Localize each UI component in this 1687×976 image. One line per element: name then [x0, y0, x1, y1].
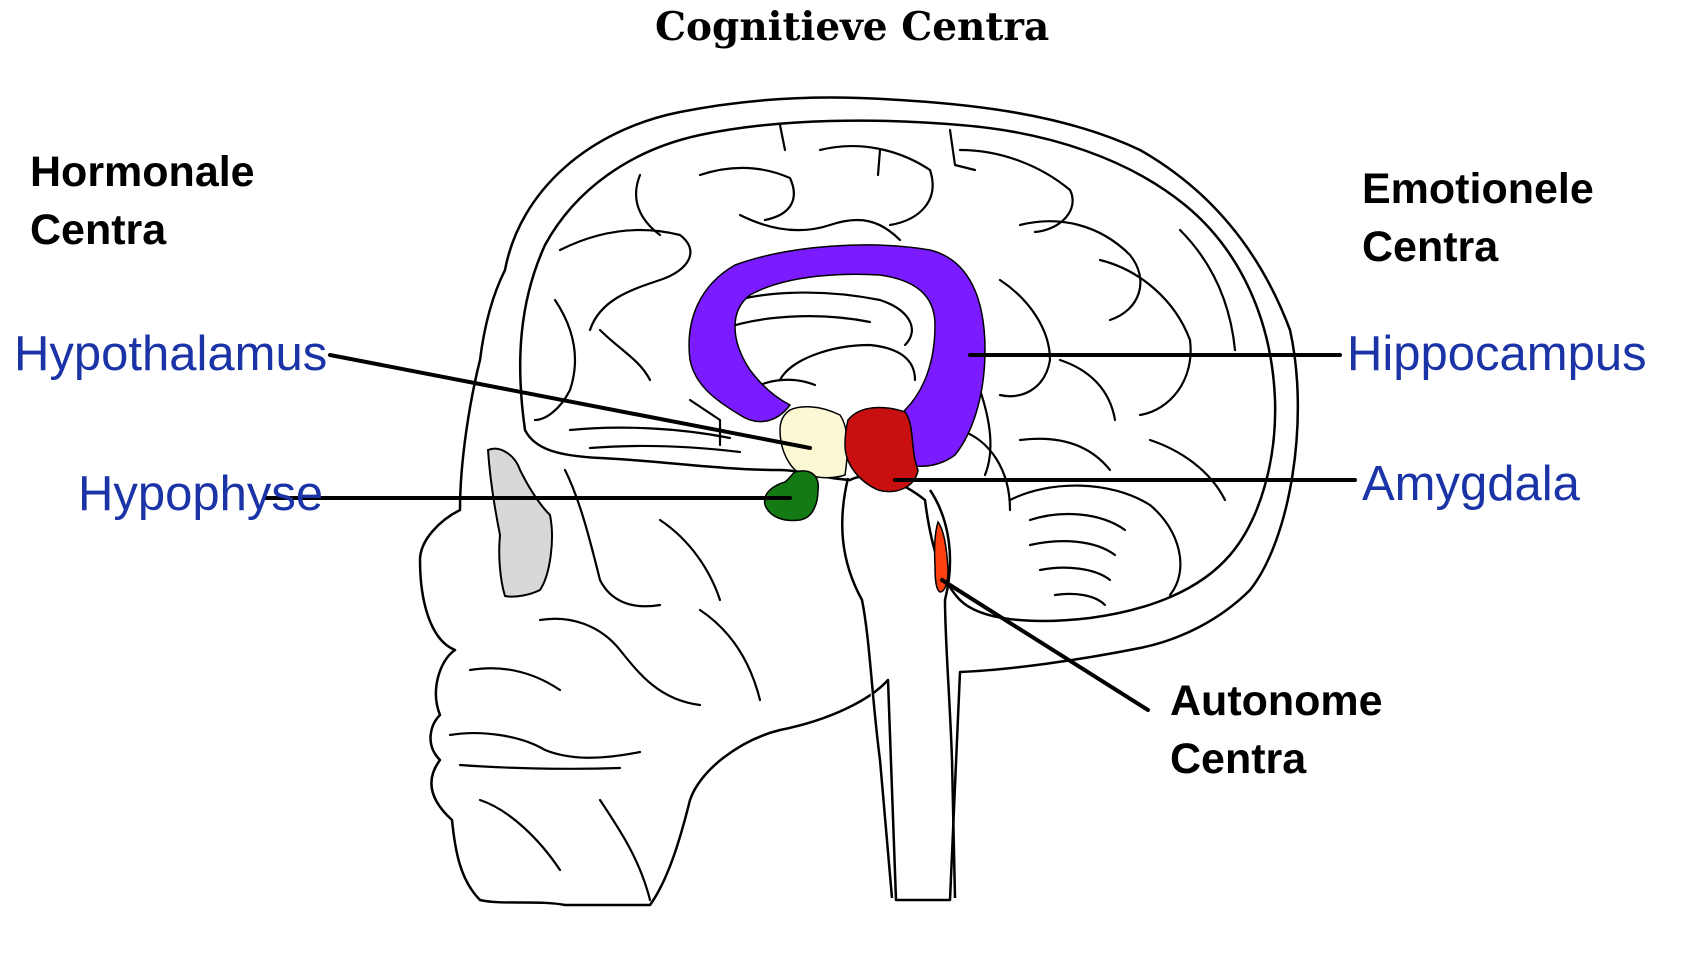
hormonal-centre-line-2: Centra: [30, 201, 255, 259]
diagram-title: Cognitieve Centra: [655, 8, 1049, 47]
autonomic-centre-line-1: Autonome: [1170, 672, 1383, 730]
head-outline: [420, 98, 1298, 905]
emotional-centre-label: Emotionele Centra: [1362, 160, 1594, 276]
hypothalamus-label: Hypothalamus: [14, 330, 327, 379]
hippocampus-label: Hippocampus: [1347, 330, 1647, 379]
autonomic-centre-line-2: Centra: [1170, 730, 1383, 788]
emotional-centre-line-1: Emotionele: [1362, 160, 1594, 218]
autonomic-centre-label: Autonome Centra: [1170, 672, 1383, 788]
hypophyse-label: Hypophyse: [78, 470, 323, 519]
hormonal-centre-line-1: Hormonale: [30, 143, 255, 201]
hormonal-centre-label: Hormonale Centra: [30, 143, 255, 259]
emotional-centre-line-2: Centra: [1362, 218, 1594, 276]
amygdala-label: Amygdala: [1362, 460, 1580, 509]
